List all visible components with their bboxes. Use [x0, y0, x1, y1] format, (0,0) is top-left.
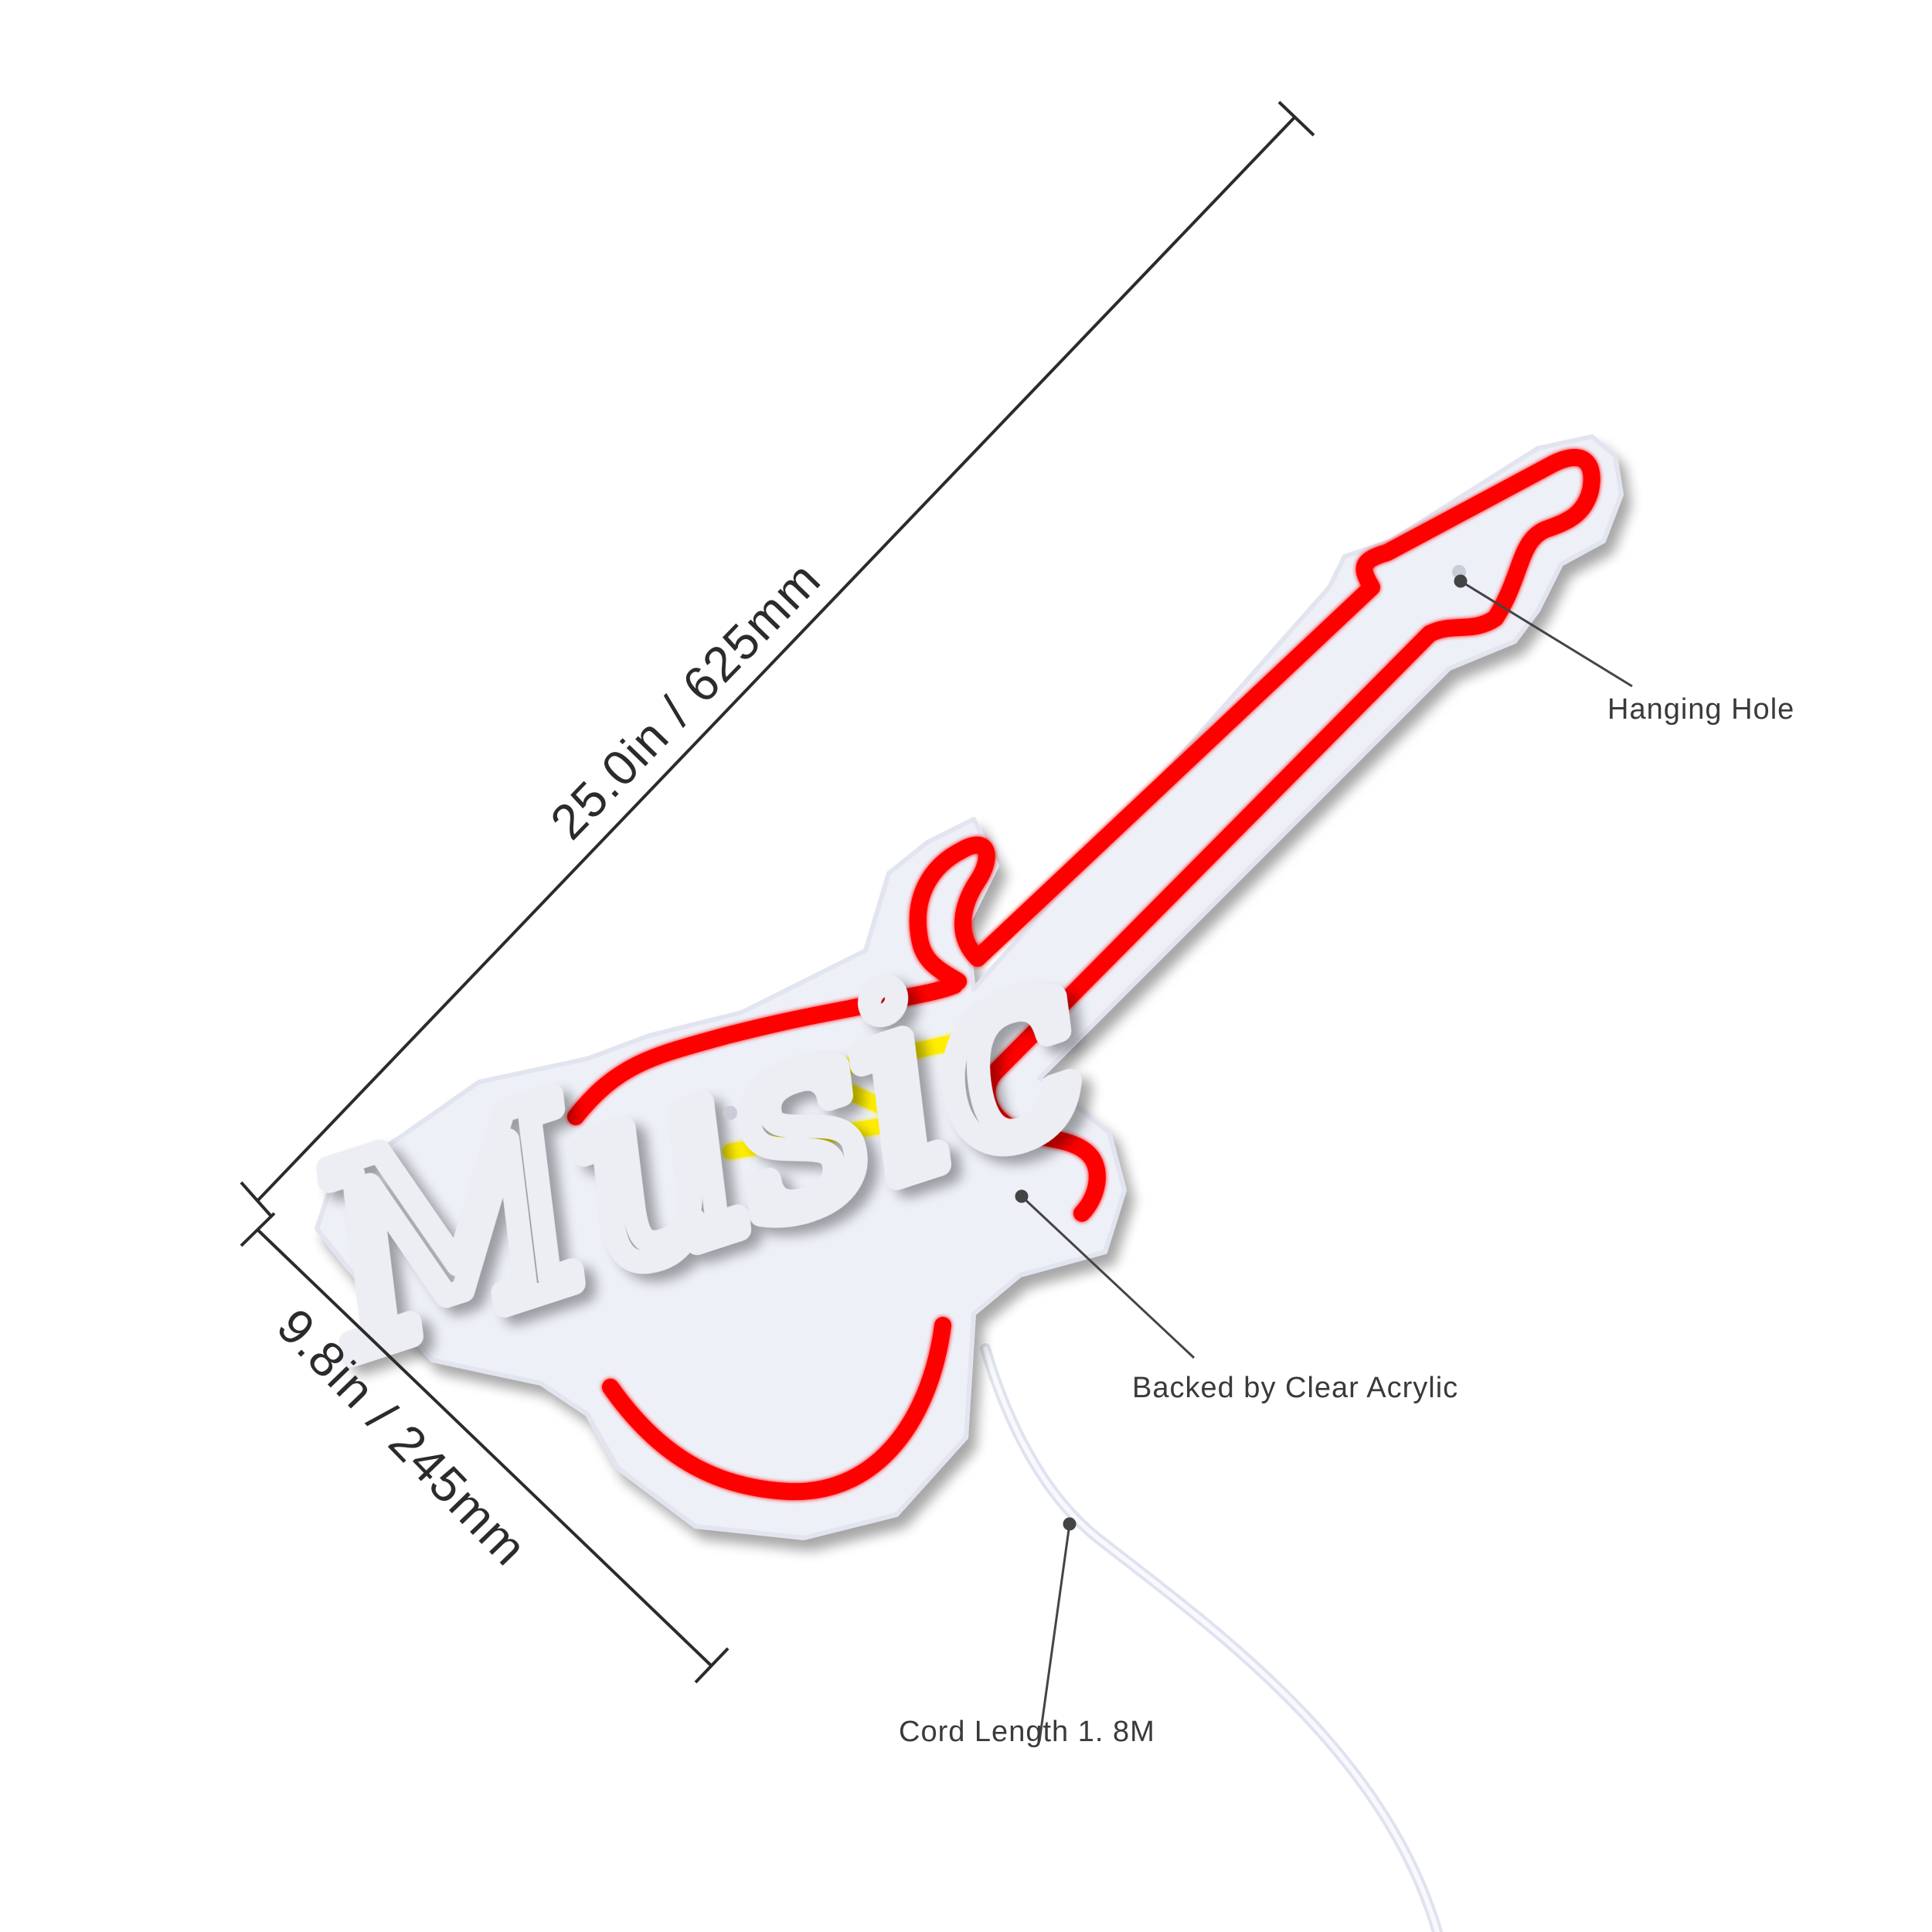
cord-leader — [1038, 1523, 1071, 1742]
guitar-outline-icon — [567, 449, 1600, 1501]
backing-label: Backed by Clear Acrylic — [1132, 1372, 1458, 1404]
length-label: 25.0in / 625mm — [539, 550, 832, 849]
lightning-bolt-icon — [723, 1032, 974, 1159]
acrylic-backing — [315, 434, 1624, 1540]
width-dimension-line — [240, 1212, 730, 1684]
hanging-hole-label: Hanging Hole — [1607, 693, 1794, 726]
length-dimension-line — [240, 100, 1315, 1219]
hanging-hole-leader — [1460, 580, 1633, 688]
cord-length-label: Cord Length 1. 8M — [899, 1716, 1155, 1748]
backing-leader — [1020, 1195, 1196, 1359]
